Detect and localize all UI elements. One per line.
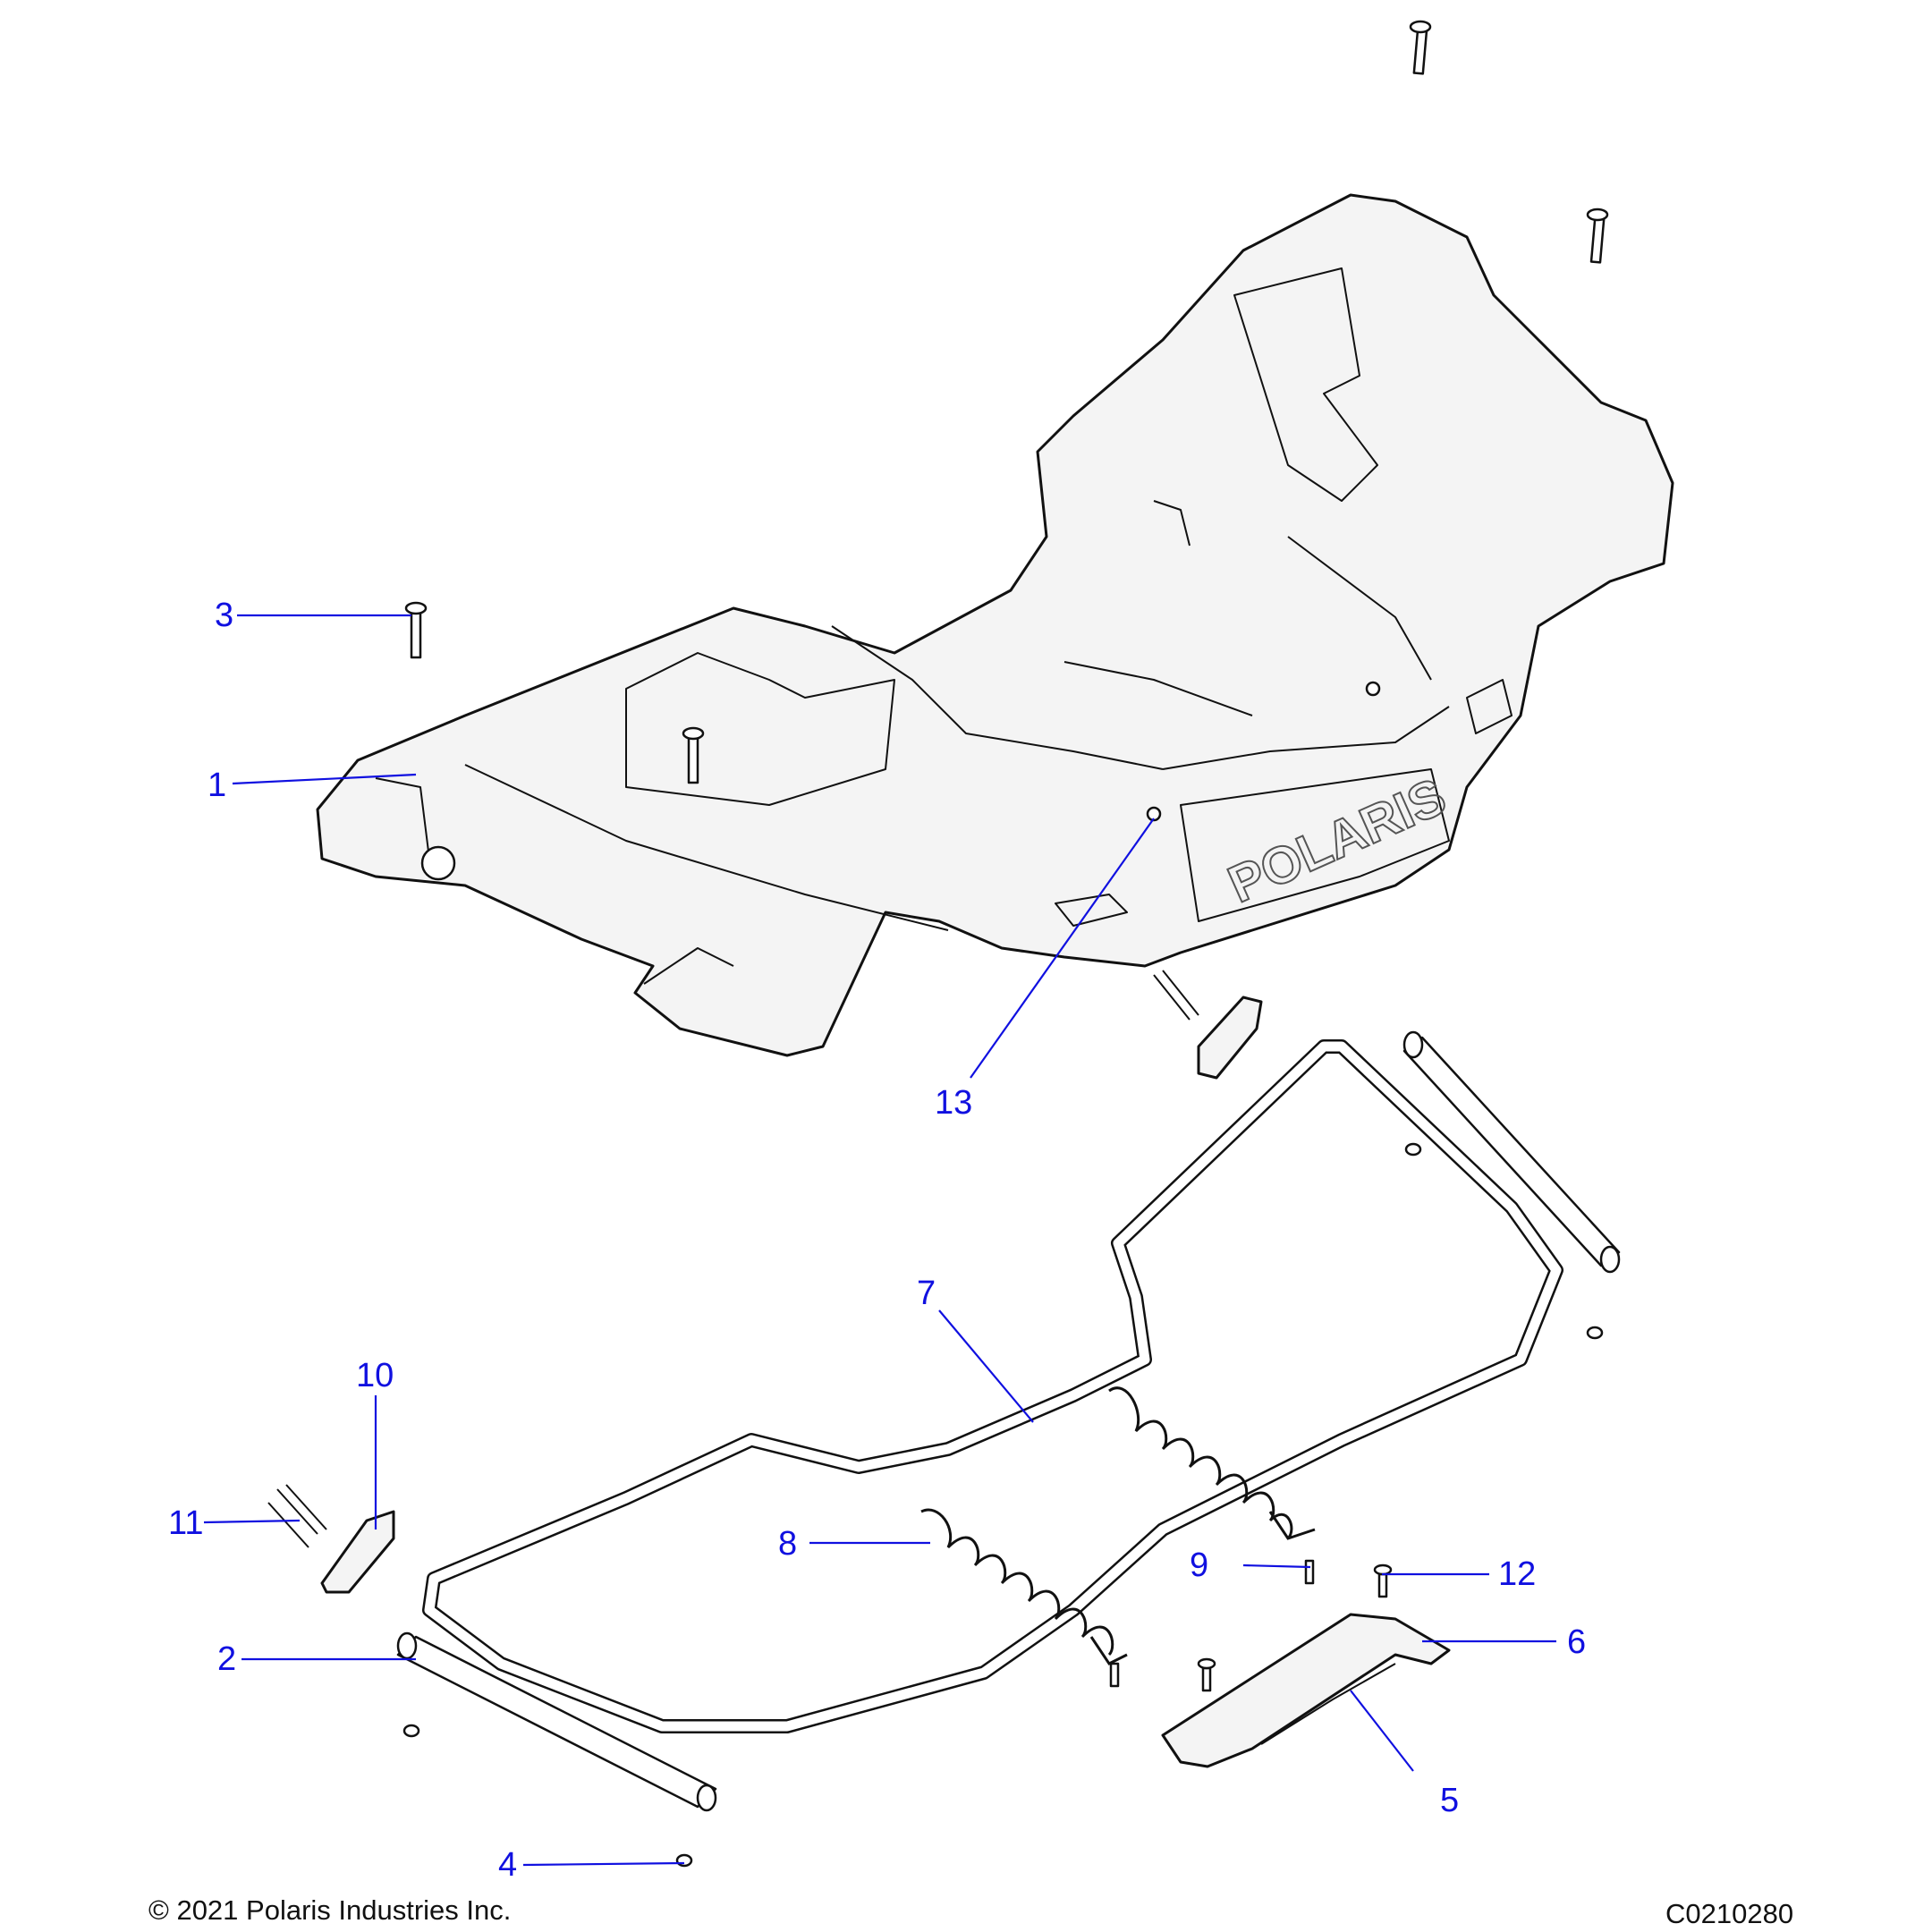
leader-lines — [203, 614, 1556, 1867]
copyright-text: © 2021 Polaris Industries Inc. — [148, 1894, 512, 1926]
rod-frame — [422, 1039, 1563, 1733]
callout-11: 11 — [168, 1504, 203, 1542]
screw-body — [682, 726, 705, 784]
callout-9: 9 — [1190, 1546, 1208, 1584]
callout-6: 6 — [1567, 1623, 1586, 1661]
screw-top-2 — [1586, 208, 1609, 264]
pins-11 — [267, 1484, 327, 1548]
bracket-10 — [320, 1510, 395, 1594]
callout-7: 7 — [917, 1275, 936, 1312]
hinge-bracket-upper — [1153, 970, 1263, 1080]
callout-8: 8 — [778, 1525, 797, 1563]
figure-id: C0210280 — [1665, 1898, 1794, 1929]
callout-3: 3 — [215, 597, 233, 634]
callout-4: 4 — [498, 1846, 517, 1884]
callout-5: 5 — [1440, 1782, 1459, 1819]
bracket-6 — [1161, 1613, 1451, 1768]
callout-1: 1 — [208, 767, 226, 804]
screw-top-1 — [1409, 20, 1432, 75]
spring-lower — [920, 1508, 1128, 1665]
callout-13: 13 — [935, 1084, 972, 1122]
body-panel: POLARIS — [316, 193, 1674, 1057]
tube-lower — [396, 1631, 717, 1812]
screw-3 — [404, 601, 428, 659]
callout-2: 2 — [217, 1640, 236, 1678]
callout-labels: 3 1 2 4 5 6 7 8 9 10 11 12 13 — [168, 597, 1586, 1884]
callout-10: 10 — [356, 1357, 394, 1394]
spring-upper — [1108, 1386, 1316, 1540]
callout-12: 12 — [1498, 1555, 1536, 1593]
fasteners-misc — [402, 1142, 1604, 1868]
tube-upper — [1402, 1030, 1621, 1274]
